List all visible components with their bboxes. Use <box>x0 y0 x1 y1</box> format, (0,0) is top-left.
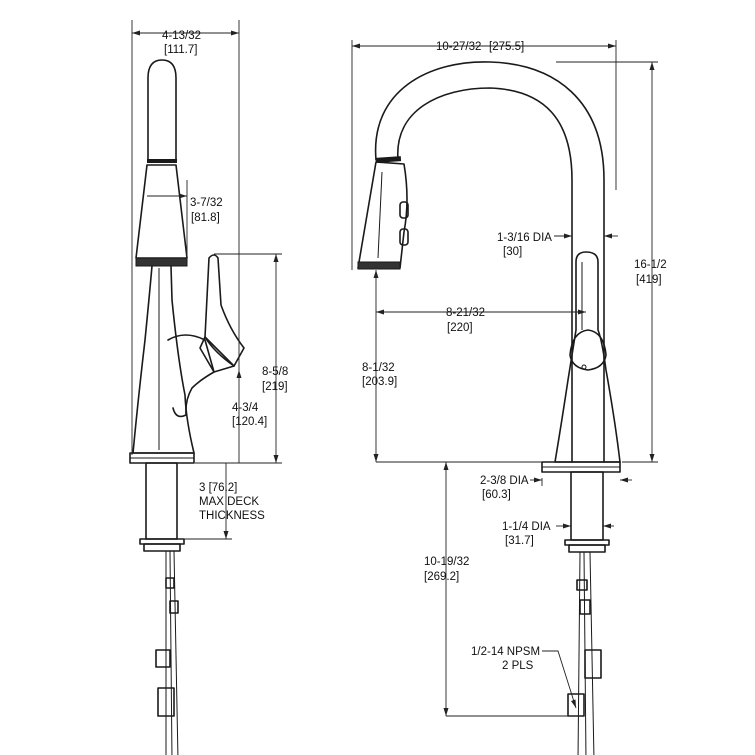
below-deck-label: 10-19/32 <box>424 556 469 568</box>
spout-dia-mm-label: [30] <box>503 246 522 258</box>
front-view-faucet <box>357 61 621 755</box>
side-width-mm-label: [111.7] <box>164 44 197 56</box>
spout-dia-label: 1-3/16 DIA <box>497 232 552 244</box>
base-dia-label: 2-3/8 DIA <box>480 475 529 487</box>
side-width-label: 4-13/32 <box>162 30 201 42</box>
shank-dia-mm-label: [31.7] <box>505 535 534 547</box>
side-view-labels: 4-13/32 [111.7] 3-7/32 [81.8] 8-5/8 [219… <box>162 30 288 522</box>
base-dia-mm-label: [60.3] <box>482 489 511 501</box>
side-lever-height-label: 4-3/4 <box>232 402 259 414</box>
deck-thickness-label-line2: MAX DECK <box>199 496 259 508</box>
front-reach-mm-label: [275.5] <box>489 41 524 53</box>
side-view-faucet <box>129 59 245 755</box>
side-handle-height-label: 8-5/8 <box>262 366 288 378</box>
front-view-dimensions <box>351 40 658 717</box>
shank-dia-label: 1-1/4 DIA <box>502 521 551 533</box>
spout-height-mm-label: [203.9] <box>362 376 397 388</box>
deck-thickness-label-line3: THICKNESS <box>199 510 265 522</box>
spout-reach-label: 8-21/32 <box>446 307 485 319</box>
front-reach-label: 10-27/32 <box>436 41 481 53</box>
side-handle-height-mm-label: [219] <box>262 381 288 393</box>
front-height-mm-label: [419] <box>636 274 662 286</box>
connection-label-line1: 1/2-14 NPSM <box>471 646 540 658</box>
side-view-dimensions <box>131 20 282 540</box>
deck-thickness-label-line1: 3 [76.2] <box>199 482 237 494</box>
spout-height-label: 8-1/32 <box>362 362 395 374</box>
side-lever-height-mm-label: [120.4] <box>232 416 267 428</box>
side-spout-width-label: 3-7/32 <box>190 197 223 209</box>
side-spout-width-mm-label: [81.8] <box>191 212 220 224</box>
connection-label-line2: 2 PLS <box>502 660 534 672</box>
spout-reach-mm-label: [220] <box>447 322 473 334</box>
front-view-labels: 10-27/32 [275.5] 16-1/2 [419] 1-3/16 DIA… <box>362 41 667 672</box>
below-deck-mm-label: [269.2] <box>424 571 459 583</box>
front-height-label: 16-1/2 <box>634 259 667 271</box>
